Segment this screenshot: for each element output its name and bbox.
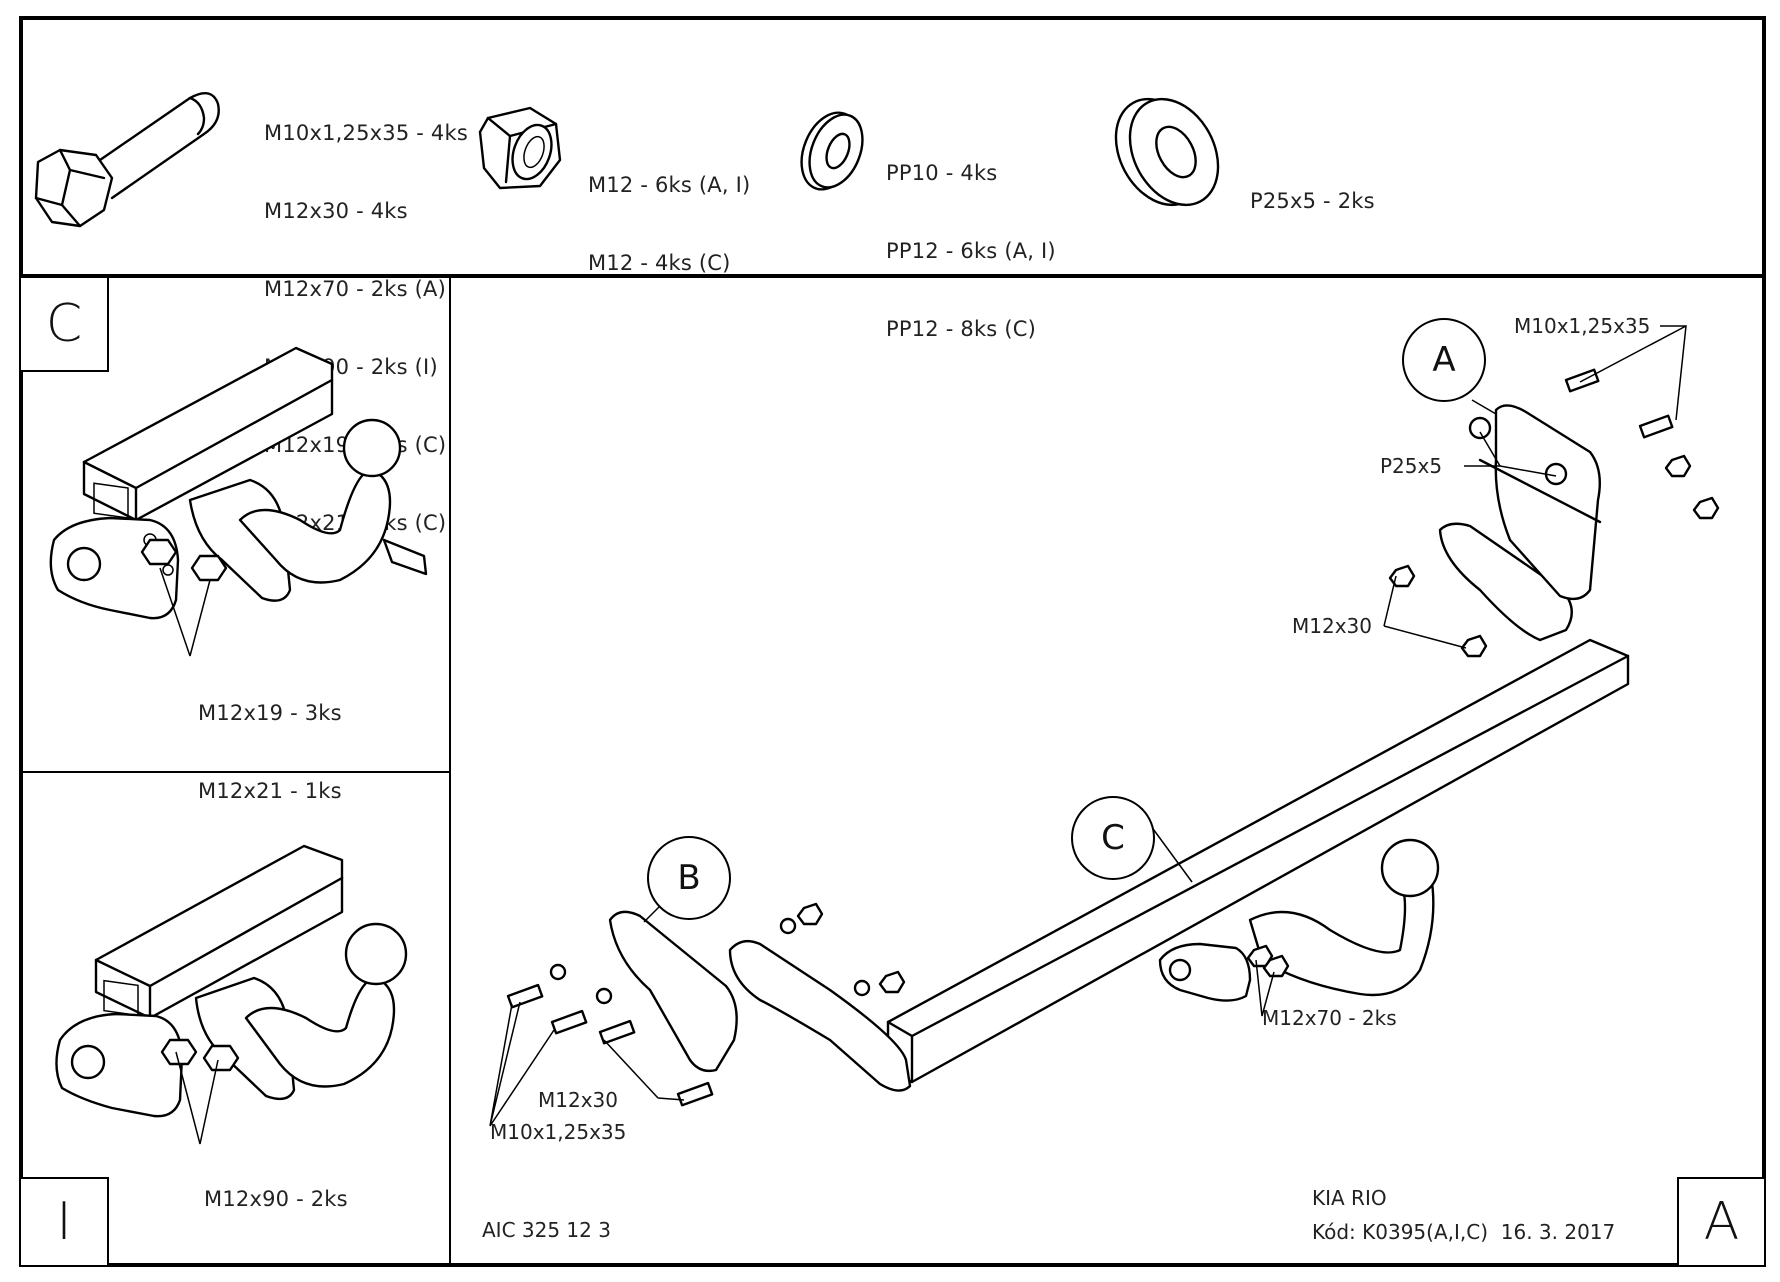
variant-c-label: C <box>19 276 109 372</box>
detail-bubble-a: A <box>1402 318 1486 402</box>
spacer-line: P25x5 - 2ks <box>1250 189 1375 213</box>
variant-c-callout-line: M12x21 - 1ks <box>198 779 342 803</box>
hex-nut-icon <box>478 106 562 190</box>
detail-bubble-b: B <box>647 836 731 920</box>
left-column-divider <box>449 276 451 1267</box>
thick-spacer-icon <box>1114 97 1220 207</box>
main-view-label: A <box>1677 1177 1766 1267</box>
washer-line: PP12 - 6ks (A, I) <box>886 239 1056 263</box>
hex-bolt-icon <box>34 92 220 228</box>
right-lower-bracket <box>1438 522 1573 642</box>
cross-beam <box>886 638 1630 1084</box>
detail-bubble-c: C <box>1071 796 1155 880</box>
washer-list: PP10 - 4ks PP12 - 6ks (A, I) PP12 - 8ks … <box>886 108 1056 368</box>
tow-ball <box>1380 838 1440 898</box>
callout-right-bracket-bolt: M12x30 <box>1292 614 1372 638</box>
flat-washer-icon <box>800 111 864 191</box>
left-column-split <box>19 771 450 773</box>
variant-c-callout-line: M12x19 - 3ks <box>198 701 342 725</box>
callout-top-right-bolt: M10x1,25x35 <box>1514 314 1651 338</box>
bolt-line: M12x70 - 2ks (A) <box>264 277 447 301</box>
variant-c-callout: M12x19 - 3ks M12x21 - 1ks <box>198 648 342 830</box>
spacer-p25x5 <box>1468 416 1492 440</box>
washer-line: PP10 - 4ks <box>886 161 998 185</box>
nut-line: M12 - 4ks (C) <box>588 251 731 275</box>
variant-i-callout: M12x90 - 2ks <box>204 1134 348 1238</box>
right-upper-bracket <box>1494 404 1601 601</box>
socket-plate <box>1158 942 1252 1002</box>
drawing-frame <box>19 16 1766 1267</box>
bolt-line: M10x1,25x35 - 4ks <box>264 121 468 145</box>
nut-line: M12 - 6ks (A, I) <box>588 173 751 197</box>
nut-list: M12 - 6ks (A, I) M12 - 4ks (C) <box>588 120 750 302</box>
spacer-list: P25x5 - 2ks <box>1250 136 1375 240</box>
callout-left-bracket-bolt: M12x30 <box>538 1088 618 1112</box>
callout-spacer: P25x5 <box>1380 454 1443 478</box>
drawing-number: AIC 325 12 3 <box>482 1218 611 1242</box>
parts-row-divider <box>19 274 1766 278</box>
left-outer-bracket <box>728 939 912 1092</box>
callout-left-bolt: M10x1,25x35 <box>490 1120 627 1144</box>
bolt-line: M12x30 - 4ks <box>264 199 408 223</box>
washer-line: PP12 - 8ks (C) <box>886 317 1036 341</box>
variant-i-callout-line: M12x90 - 2ks <box>204 1187 348 1211</box>
callout-ball-mount-bolt: M12x70 - 2ks <box>1262 1006 1397 1030</box>
code-and-date: Kód: K0395(A,I,C) 16. 3. 2017 <box>1312 1220 1616 1244</box>
left-inner-bracket <box>608 910 738 1073</box>
vehicle-name: KIA RIO <box>1312 1186 1387 1210</box>
variant-i-label: I <box>19 1177 109 1267</box>
